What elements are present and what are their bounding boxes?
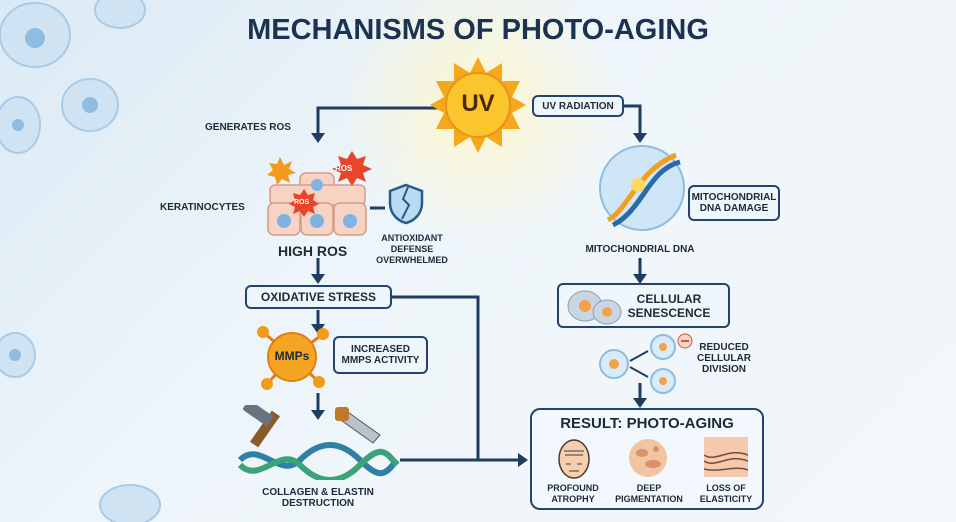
senescent-cells-icon xyxy=(567,290,622,325)
result-item-label: PROFOUND ATROPHY xyxy=(547,483,599,504)
generates-ros-label: GENERATES ROS xyxy=(205,122,291,133)
mito-damage-box: MITOCHONDRIAL DNA DAMAGE xyxy=(688,185,780,221)
broken-shield-icon xyxy=(388,183,424,225)
collagen-label: COLLAGEN & ELASTIN DESTRUCTION xyxy=(262,487,374,509)
result-box: RESULT: PHOTO-AGING PROFOUND ATROPHY DEE… xyxy=(530,408,764,510)
result-item-label: LOSS OF ELASTICITY xyxy=(699,483,753,504)
uv-radiation-box: UV RADIATION xyxy=(532,95,624,117)
skin-elasticity-icon xyxy=(704,437,748,477)
keratinocytes-icon xyxy=(267,151,372,236)
oxidative-stress-box: OXIDATIVE STRESS xyxy=(245,285,392,309)
cell-division-icon xyxy=(599,333,693,394)
increased-mmps-box: INCREASED MMPs ACTIVITY xyxy=(333,336,428,374)
mito-dna-label: MITOCHONDRIAL DNA xyxy=(585,244,695,255)
result-item-label: DEEP PIGMENTATION xyxy=(615,483,683,504)
collagen-destruction-icon xyxy=(237,405,400,480)
antioxidant-label: ANTIOXIDANT DEFENSE OVERWHELMED xyxy=(376,233,448,265)
high-ros-label: HIGH ROS xyxy=(278,243,348,259)
reduced-division-label: REDUCED CELLULAR DIVISION xyxy=(697,342,751,375)
senescence-box: CELLULAR SENESCENCE xyxy=(557,283,730,328)
aged-face-icon xyxy=(558,439,590,479)
pigmentation-icon xyxy=(629,439,667,477)
mito-damage-label: MITOCHONDRIAL DNA DAMAGE xyxy=(691,192,777,214)
page-title: MECHANISMS OF PHOTO-AGING xyxy=(247,14,709,46)
sun-label: UV xyxy=(461,90,495,117)
sun-icon xyxy=(430,57,526,153)
keratinocytes-label: KERATINOCYTES xyxy=(160,202,245,213)
mmps-label: MMPs xyxy=(274,349,310,363)
ros-badge: ROS xyxy=(335,164,353,173)
dna-icon xyxy=(599,145,685,231)
mmps-molecule-icon xyxy=(257,326,329,390)
ros-badge: ROS xyxy=(294,199,310,206)
increased-mmps-label: INCREASED MMPs ACTIVITY xyxy=(341,344,420,366)
result-title: RESULT: PHOTO-AGING xyxy=(560,415,734,432)
senescence-label: CELLULAR SENESCENCE xyxy=(627,291,711,320)
